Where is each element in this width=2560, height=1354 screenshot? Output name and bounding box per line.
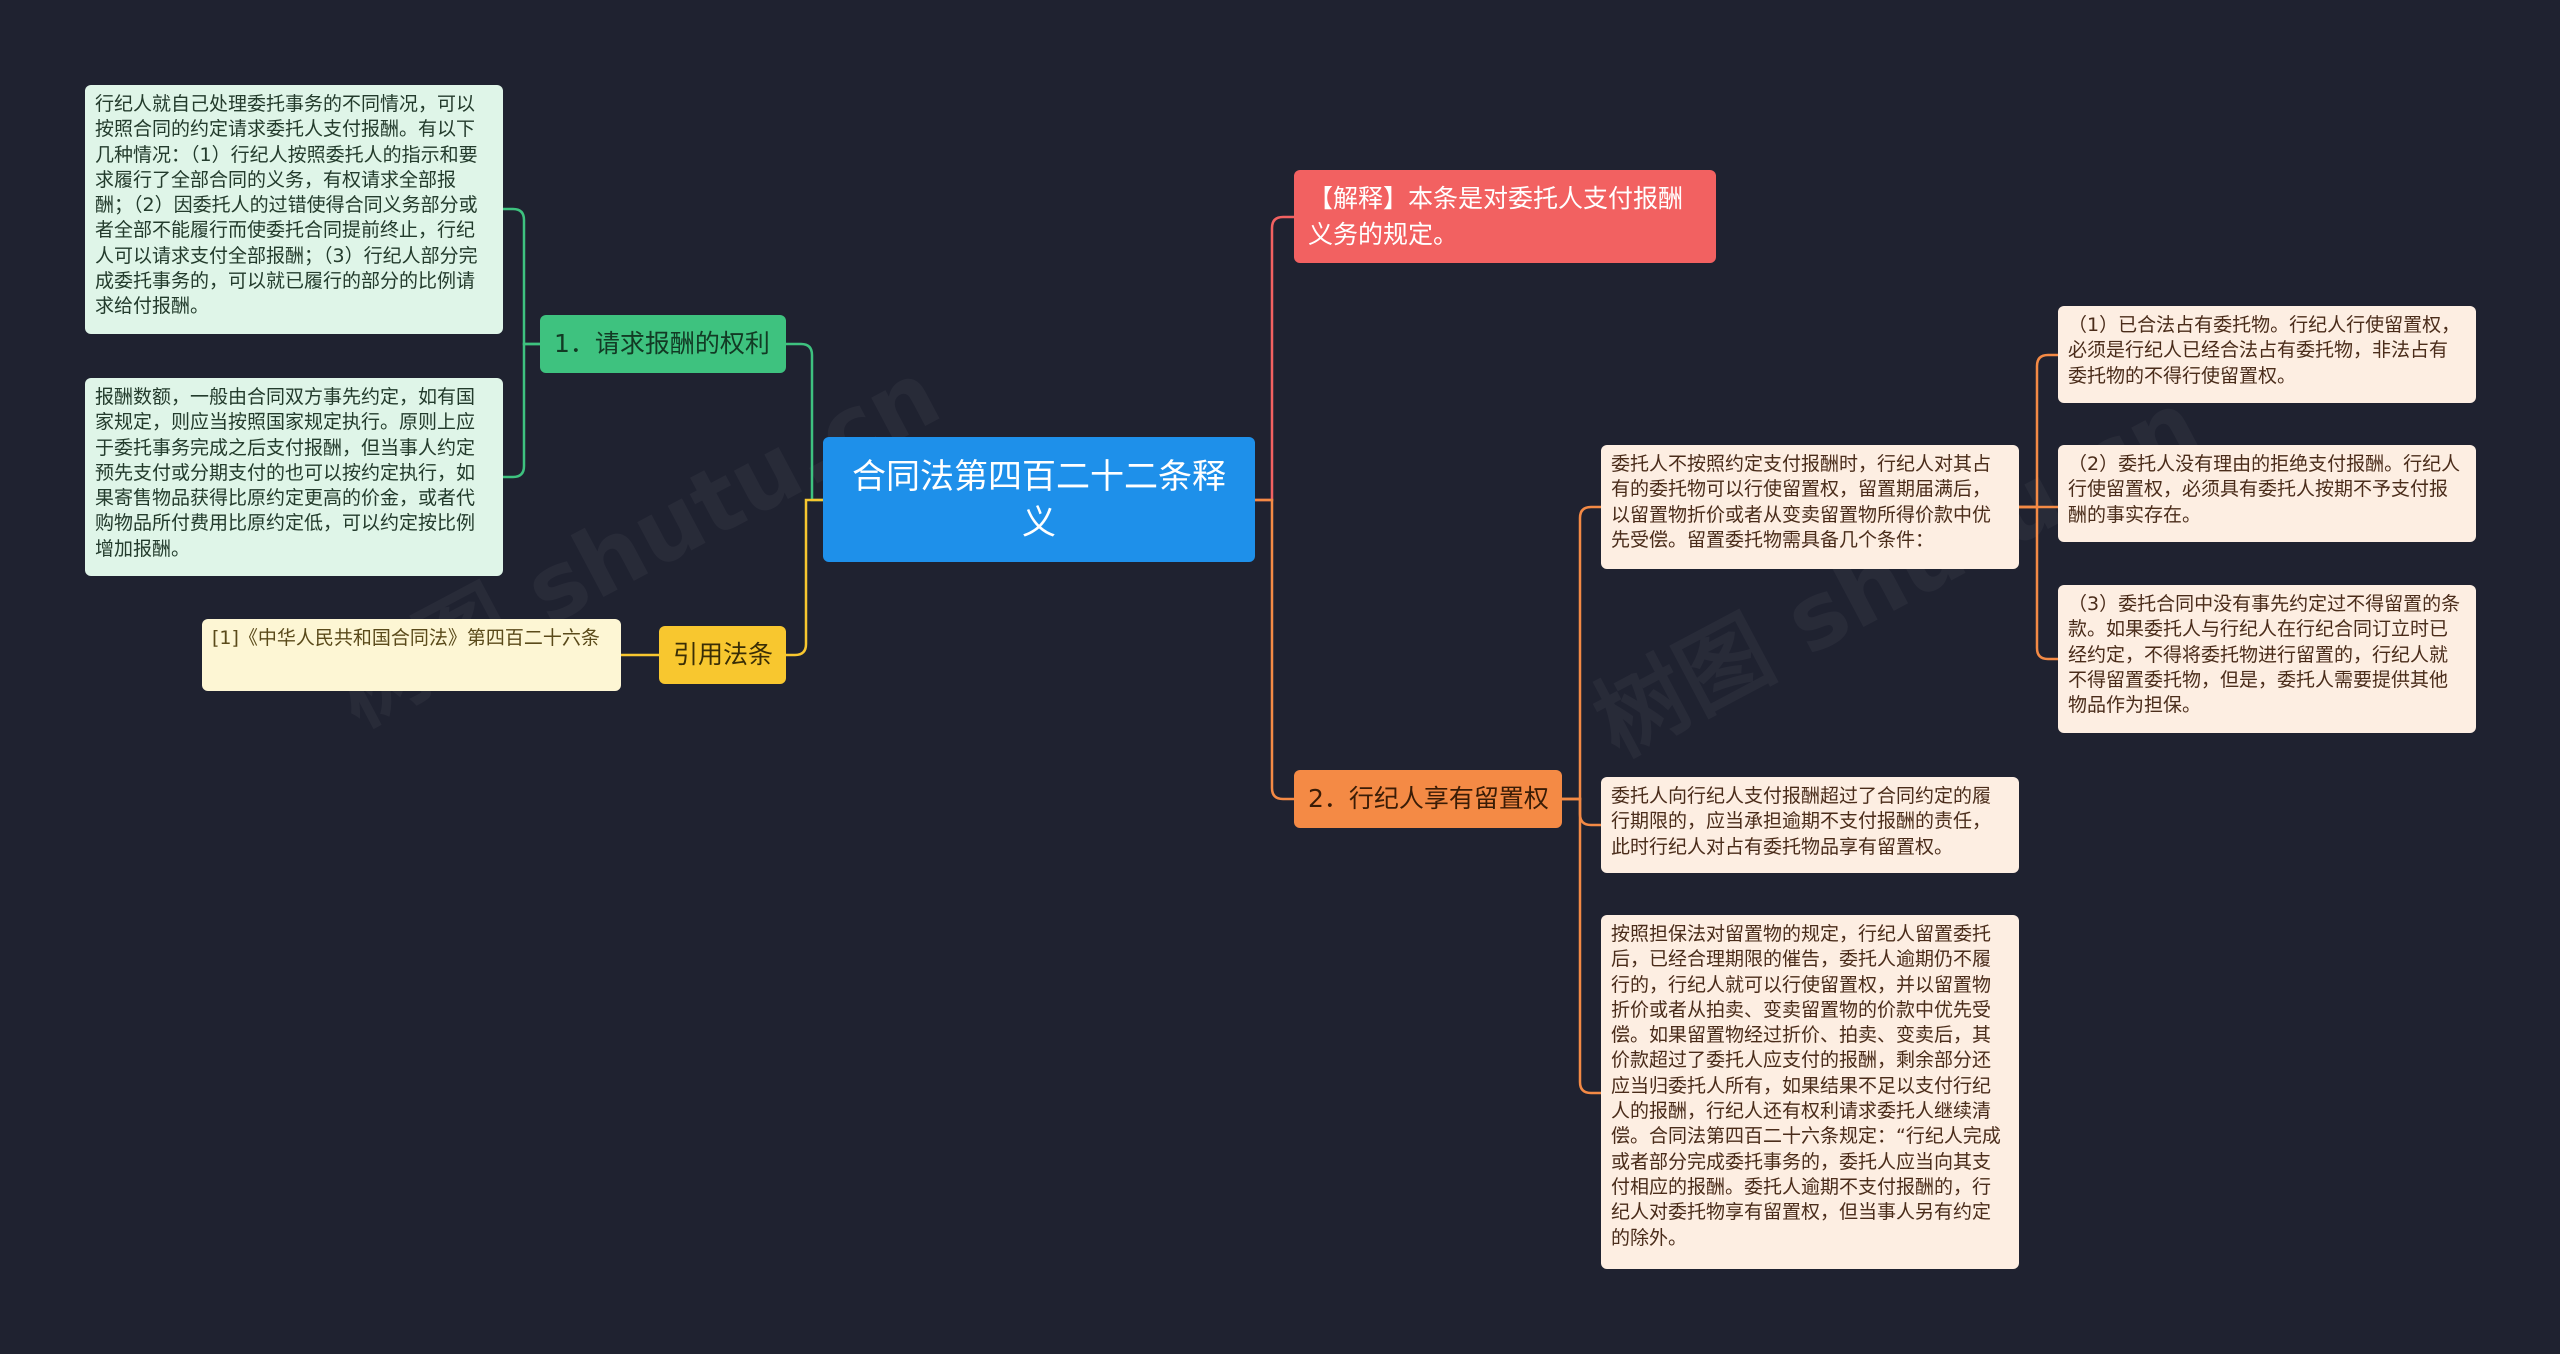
leaf-text: 按照担保法对留置物的规定，行纪人留置委托后，已经合理期限的催告，委托人逾期仍不履…	[1611, 923, 2001, 1249]
branch-label: 2．行纪人享有留置权	[1308, 784, 1549, 813]
branch-explanation[interactable]: 【解释】本条是对委托人支付报酬义务的规定。	[1294, 170, 1716, 263]
leaf-text: （1）已合法占有委托物。行纪人行使留置权，必须是行纪人已经合法占有委托物，非法占…	[2068, 314, 2461, 387]
connector-orange-leaf3	[1562, 797, 1601, 1095]
leaf-text: （3）委托合同中没有事先约定过不得留置的条款。如果委托人与行纪人在行纪合同订立时…	[2068, 593, 2461, 717]
connector-orange-leaf1	[1562, 505, 1601, 801]
connector-root-orange	[1255, 498, 1294, 801]
connector-sub3	[2019, 505, 2058, 661]
leaf-remuneration-amount[interactable]: 报酬数额，一般由合同双方事先约定，如有国家规定，则应当按照国家规定执行。原则上应…	[85, 378, 503, 576]
subleaf-refusal-to-pay[interactable]: （2）委托人没有理由的拒绝支付报酬。行纪人行使留置权，必须具有委托人按期不予支付…	[2058, 445, 2476, 542]
branch-label: 【解释】本条是对委托人支付报酬义务的规定。	[1308, 184, 1684, 249]
leaf-lien-conditions[interactable]: 委托人不按照约定支付报酬时，行纪人对其占有的委托物可以行使留置权，留置期届满后，…	[1601, 445, 2019, 569]
leaf-text: 行纪人就自己处理委托事务的不同情况，可以按照合同的约定请求委托人支付报酬。有以下…	[95, 93, 478, 318]
connector-green-leaf2	[503, 342, 540, 479]
branch-label: 1．请求报酬的权利	[554, 329, 770, 358]
leaf-text: [1]《中华人民共和国合同法》第四百二十六条	[212, 627, 600, 649]
root-topic[interactable]: 合同法第四百二十二条释义	[823, 437, 1255, 562]
connector-green-leaf1	[503, 207, 540, 346]
leaf-text: 委托人向行纪人支付报酬超过了合同约定的履行期限的，应当承担逾期不支付报酬的责任，…	[1611, 785, 1992, 858]
connector-root-red	[1255, 215, 1294, 502]
root-topic-label: 合同法第四百二十二条释义	[852, 456, 1226, 543]
leaf-guarantee-law[interactable]: 按照担保法对留置物的规定，行纪人留置委托后，已经合理期限的催告，委托人逾期仍不履…	[1601, 915, 2019, 1269]
connector-orange-leaf2	[1562, 797, 1601, 827]
subleaf-lawful-possession[interactable]: （1）已合法占有委托物。行纪人行使留置权，必须是行纪人已经合法占有委托物，非法占…	[2058, 306, 2476, 403]
subleaf-no-prior-agreement[interactable]: （3）委托合同中没有事先约定过不得留置的条款。如果委托人与行纪人在行纪合同订立时…	[2058, 585, 2476, 733]
leaf-overdue-payment[interactable]: 委托人向行纪人支付报酬超过了合同约定的履行期限的，应当承担逾期不支付报酬的责任，…	[1601, 777, 2019, 873]
leaf-text: （2）委托人没有理由的拒绝支付报酬。行纪人行使留置权，必须具有委托人按期不予支付…	[2068, 453, 2461, 526]
branch-request-remuneration[interactable]: 1．请求报酬的权利	[540, 315, 786, 373]
branch-cited-law[interactable]: 引用法条	[659, 626, 786, 684]
connector-root-green	[786, 342, 823, 502]
leaf-text: 委托人不按照约定支付报酬时，行纪人对其占有的委托物可以行使留置权，留置期届满后，…	[1611, 453, 1992, 551]
branch-lien-right[interactable]: 2．行纪人享有留置权	[1294, 770, 1562, 828]
branch-label: 引用法条	[673, 640, 774, 669]
leaf-text: 报酬数额，一般由合同双方事先约定，如有国家规定，则应当按照国家规定执行。原则上应…	[95, 386, 476, 560]
connector-root-yellow	[786, 498, 823, 657]
connector-sub1	[2019, 353, 2058, 509]
leaf-cited-law[interactable]: [1]《中华人民共和国合同法》第四百二十六条	[202, 619, 621, 691]
leaf-remuneration-situations[interactable]: 行纪人就自己处理委托事务的不同情况，可以按照合同的约定请求委托人支付报酬。有以下…	[85, 85, 503, 334]
